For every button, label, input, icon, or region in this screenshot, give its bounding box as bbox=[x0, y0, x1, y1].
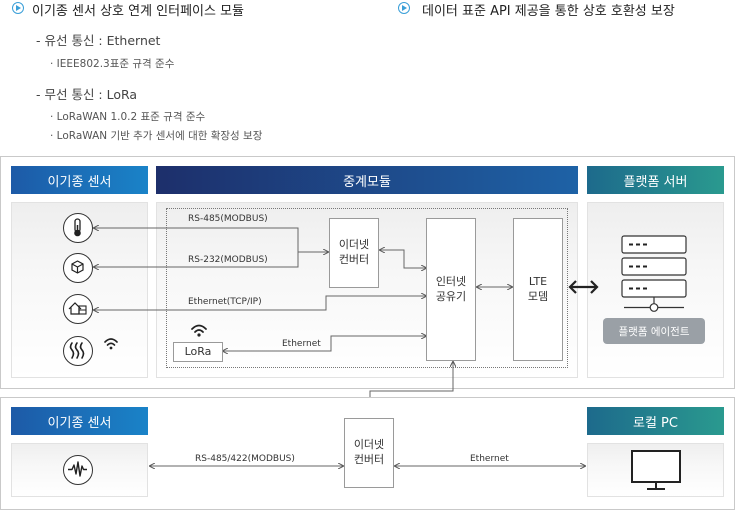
rs485-label: RS-485(MODBUS) bbox=[188, 214, 268, 224]
relay-header: 중계모듈 bbox=[156, 166, 578, 194]
rs232-label: RS-232(MODBUS) bbox=[188, 255, 268, 265]
router-label: 인터넷 공유기 bbox=[435, 274, 467, 303]
wireless-item: · LoRaWAN 기반 추가 센서에 대한 확장성 보장 bbox=[50, 130, 263, 142]
wifi-icon bbox=[104, 338, 118, 350]
internet-router-box: 인터넷 공유기 bbox=[426, 218, 476, 361]
wireless-item: · LoRaWAN 1.0.2 표준 규격 준수 bbox=[50, 111, 206, 123]
bottom-link-right-label: Ethernet bbox=[470, 454, 509, 464]
wired-title: - 유선 통신 : Ethernet bbox=[36, 33, 161, 48]
platform-agent-label: 플랫폼 에이전트 bbox=[618, 325, 690, 338]
play-bullet-icon bbox=[12, 2, 24, 14]
platform-agent-button[interactable]: 플랫폼 에이전트 bbox=[603, 318, 705, 344]
local-pc-header: 로컬 PC bbox=[587, 407, 724, 435]
platform-header: 플랫폼 서버 bbox=[587, 166, 724, 194]
right-feature-title: 데이터 표준 API 제공을 통한 상호 호환성 보장 bbox=[422, 4, 675, 19]
ethernet-label: Ethernet bbox=[282, 339, 321, 349]
ethernet-tcp-label: Ethernet(TCP/IP) bbox=[188, 297, 262, 307]
wifi-icon bbox=[191, 324, 207, 337]
left-feature-title: 이기종 센서 상호 연계 인터페이스 모듈 bbox=[32, 4, 245, 19]
play-bullet-icon bbox=[398, 2, 410, 14]
bottom-sensors-header: 이기종 센서 bbox=[11, 407, 148, 435]
wireless-title: - 무선 통신 : LoRa bbox=[36, 87, 138, 102]
smart-home-icon bbox=[63, 294, 93, 324]
bottom-converter-label: 이더넷 컨버터 bbox=[353, 438, 385, 466]
sensors-header: 이기종 센서 bbox=[11, 166, 148, 194]
signal-wave-icon bbox=[63, 455, 93, 485]
lora-box: LoRa bbox=[173, 342, 223, 362]
monitor-icon bbox=[631, 450, 681, 490]
lora-label: LoRa bbox=[184, 344, 212, 358]
bottom-ethernet-converter-box: 이더넷 컨버터 bbox=[344, 418, 394, 488]
heat-wave-icon bbox=[63, 336, 93, 366]
lte-modem-box: LTE 모뎀 bbox=[513, 218, 563, 361]
server-icon bbox=[621, 235, 687, 312]
sensor-cube-icon bbox=[63, 253, 93, 283]
ethernet-converter-box: 이더넷 컨버터 bbox=[329, 218, 379, 288]
lte-label: LTE 모뎀 bbox=[527, 274, 549, 303]
wired-item: · IEEE802.3표준 규격 준수 bbox=[50, 58, 175, 70]
thermometer-icon bbox=[63, 213, 93, 243]
converter-label: 이더넷 컨버터 bbox=[338, 238, 370, 266]
bottom-link-left-label: RS-485/422(MODBUS) bbox=[195, 454, 295, 464]
